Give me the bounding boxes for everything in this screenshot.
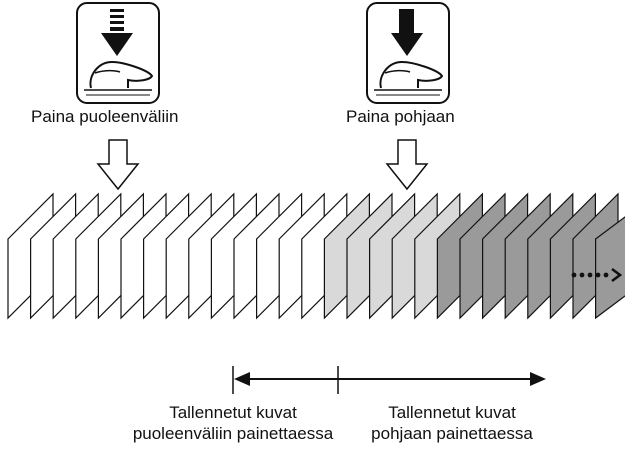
saved-full-label-line1: Tallennetut kuvat (388, 403, 516, 422)
full-press-label: Paina pohjaan (346, 107, 455, 126)
saved-range-indicator (232, 366, 546, 394)
half-press-label: Paina puoleenväliin (31, 107, 179, 126)
full-press-arrow (385, 139, 429, 191)
frame-final (594, 216, 625, 320)
shutter-half-press-icon (76, 2, 160, 104)
half-press-arrow (96, 139, 140, 191)
saved-half-label-line2: puoleenväliin painettaessa (132, 424, 334, 443)
saved-full-label-line2: pohjaan painettaessa (371, 424, 533, 443)
shutter-full-press-icon (366, 2, 450, 104)
saved-half-label-line1: Tallennetut kuvat (169, 403, 297, 422)
continuation-dots-arrow-icon (571, 267, 623, 283)
